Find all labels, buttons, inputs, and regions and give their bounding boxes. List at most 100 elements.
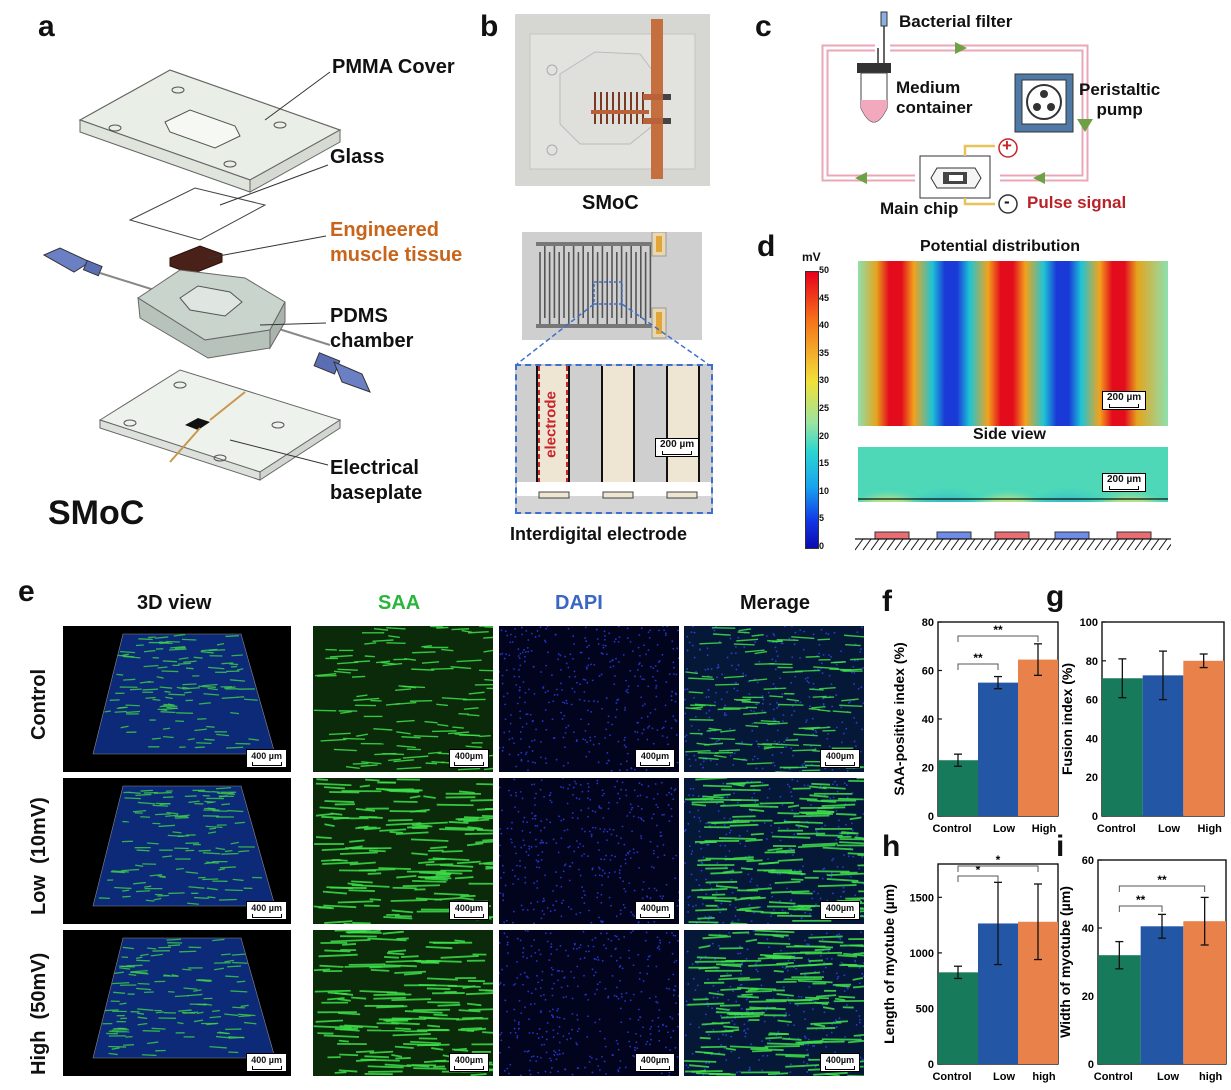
label-smoc-photo: SMoC xyxy=(582,192,639,214)
panel-letter-e: e xyxy=(18,575,35,608)
label-pmma-cover: PMMA Cover xyxy=(332,56,455,78)
panel-letter-a: a xyxy=(38,10,55,43)
y-tick-label: 0 xyxy=(928,811,934,823)
y-tick-label: 80 xyxy=(1086,656,1098,668)
scalebar-high-saa: 400µm xyxy=(449,1053,489,1072)
scalebar-high-dapi: 400µm xyxy=(635,1053,675,1072)
bar-low xyxy=(1140,926,1184,1064)
x-tick-label: Control xyxy=(1097,823,1136,835)
x-tick-label: Low xyxy=(993,823,1015,835)
x-tick-label: Low xyxy=(993,1071,1015,1083)
panel-letter-d: d xyxy=(757,230,776,263)
bar-control xyxy=(938,972,978,1064)
y-axis-label: SAA-positive index (%) xyxy=(891,642,907,795)
x-tick-label: Control xyxy=(932,823,971,835)
electrode-zoom: electrode 200 µm xyxy=(515,364,713,514)
micrograph-high-3d: 400 µm xyxy=(63,930,291,1076)
bar-control xyxy=(1098,955,1141,1064)
significance-label: * xyxy=(996,853,1001,867)
scalebar-low-3d: 400 µm xyxy=(246,901,287,920)
micrograph-low-merge: 400µm xyxy=(684,778,864,924)
y-axis-label: Fusion index (%) xyxy=(1059,663,1075,775)
scalebar-high-3d: 400 µm xyxy=(246,1053,287,1072)
y-tick-label: 1500 xyxy=(910,892,934,904)
colorbar xyxy=(805,271,819,549)
label-glass: Glass xyxy=(330,146,385,168)
micrograph-high-saa: 400µm xyxy=(313,930,493,1076)
significance-bracket xyxy=(957,865,1039,872)
significance-bracket xyxy=(1118,905,1163,912)
col-header-dapi: DAPI xyxy=(555,592,603,614)
bar-control xyxy=(1102,678,1143,816)
exploded-chip-diagram xyxy=(42,69,371,481)
x-tick-label: Control xyxy=(1094,1071,1133,1083)
y-tick-label: 20 xyxy=(1082,991,1094,1003)
pmma-cover-side-right xyxy=(249,129,341,193)
potential-map-side: 200 µm xyxy=(858,447,1168,502)
electrode-word: electrode xyxy=(542,391,560,458)
scalebar-low-saa: 400µm xyxy=(449,901,489,920)
scalebar-b: 200 µm xyxy=(655,438,700,457)
row-label-high: High (50mV) xyxy=(28,952,50,1075)
colorbar-tick-label: 5 xyxy=(819,513,825,524)
y-tick-label: 60 xyxy=(1086,695,1098,707)
colorbar-tick-label: 15 xyxy=(819,458,830,469)
colorbar-tick-label: 30 xyxy=(819,375,830,386)
electrode-schematic xyxy=(522,231,702,340)
colorbar-tick-label: 25 xyxy=(819,403,830,413)
significance-label: ** xyxy=(1157,873,1167,887)
scalebar-control-merge: 400µm xyxy=(820,749,860,768)
y-tick-label: 100 xyxy=(1080,617,1098,629)
colorbar-unit: mV xyxy=(802,250,821,264)
significance-label: ** xyxy=(973,651,983,665)
micrograph-low-dapi: 400µm xyxy=(499,778,679,924)
label-bacterial-filter: Bacterial filter xyxy=(899,12,1013,31)
scalebar-d-top: 200 µm xyxy=(1102,391,1147,410)
x-tick-label: Low xyxy=(1158,823,1180,835)
label-main-chip: Main chip xyxy=(880,199,959,218)
y-tick-label: 80 xyxy=(922,617,934,629)
panel-letter-b: b xyxy=(480,10,499,43)
y-tick-label: 0 xyxy=(1088,1059,1094,1071)
scalebar-low-dapi: 400µm xyxy=(635,901,675,920)
x-tick-label: High xyxy=(1197,823,1222,835)
x-tick-label: Low xyxy=(1157,1071,1179,1083)
x-tick-label: high xyxy=(1032,1071,1055,1083)
panel-letter-g: g xyxy=(1046,580,1065,613)
panel-letter-f: f xyxy=(882,585,892,618)
y-tick-label: 40 xyxy=(1082,923,1094,935)
smoc-photo xyxy=(515,14,710,186)
label-electrical-baseplate: Electrical baseplate xyxy=(330,457,423,504)
significance-bracket xyxy=(957,635,1039,642)
colorbar-tick-label: 35 xyxy=(819,347,830,358)
x-tick-label: high xyxy=(1199,1071,1222,1083)
bar-control xyxy=(938,760,978,816)
needle-right xyxy=(313,352,371,393)
significance-label: ** xyxy=(1136,893,1146,907)
muscle-tissue xyxy=(169,245,223,275)
y-tick-label: 0 xyxy=(1092,811,1098,823)
colorbar-tick-label: 40 xyxy=(819,320,830,331)
scalebar-control-dapi: 400µm xyxy=(635,749,675,768)
panel-letter-i: i xyxy=(1056,830,1065,863)
y-axis-label: Width of myotube (µm) xyxy=(1058,886,1073,1038)
zoom-lines xyxy=(516,303,709,365)
y-tick-label: 20 xyxy=(1086,772,1098,784)
micrograph-high-dapi: 400µm xyxy=(499,930,679,1076)
col-header-saa: SAA xyxy=(378,592,421,614)
label-engineered-tissue: Engineered muscle tissue xyxy=(330,219,463,266)
scalebar-control-saa: 400µm xyxy=(449,749,489,768)
colorbar-tick-label: 45 xyxy=(819,292,830,303)
micrograph-control-3d: 400 µm xyxy=(63,626,291,772)
micrograph-control-merge: 400µm xyxy=(684,626,864,772)
significance-label: * xyxy=(976,863,981,877)
colorbar-tick-label: 50 xyxy=(819,265,830,275)
y-tick-label: 40 xyxy=(922,714,934,726)
col-header-3d: 3D view xyxy=(137,592,212,614)
potential-map-top: 200 µm xyxy=(858,261,1168,426)
title-side-view: Side view xyxy=(973,426,1046,443)
